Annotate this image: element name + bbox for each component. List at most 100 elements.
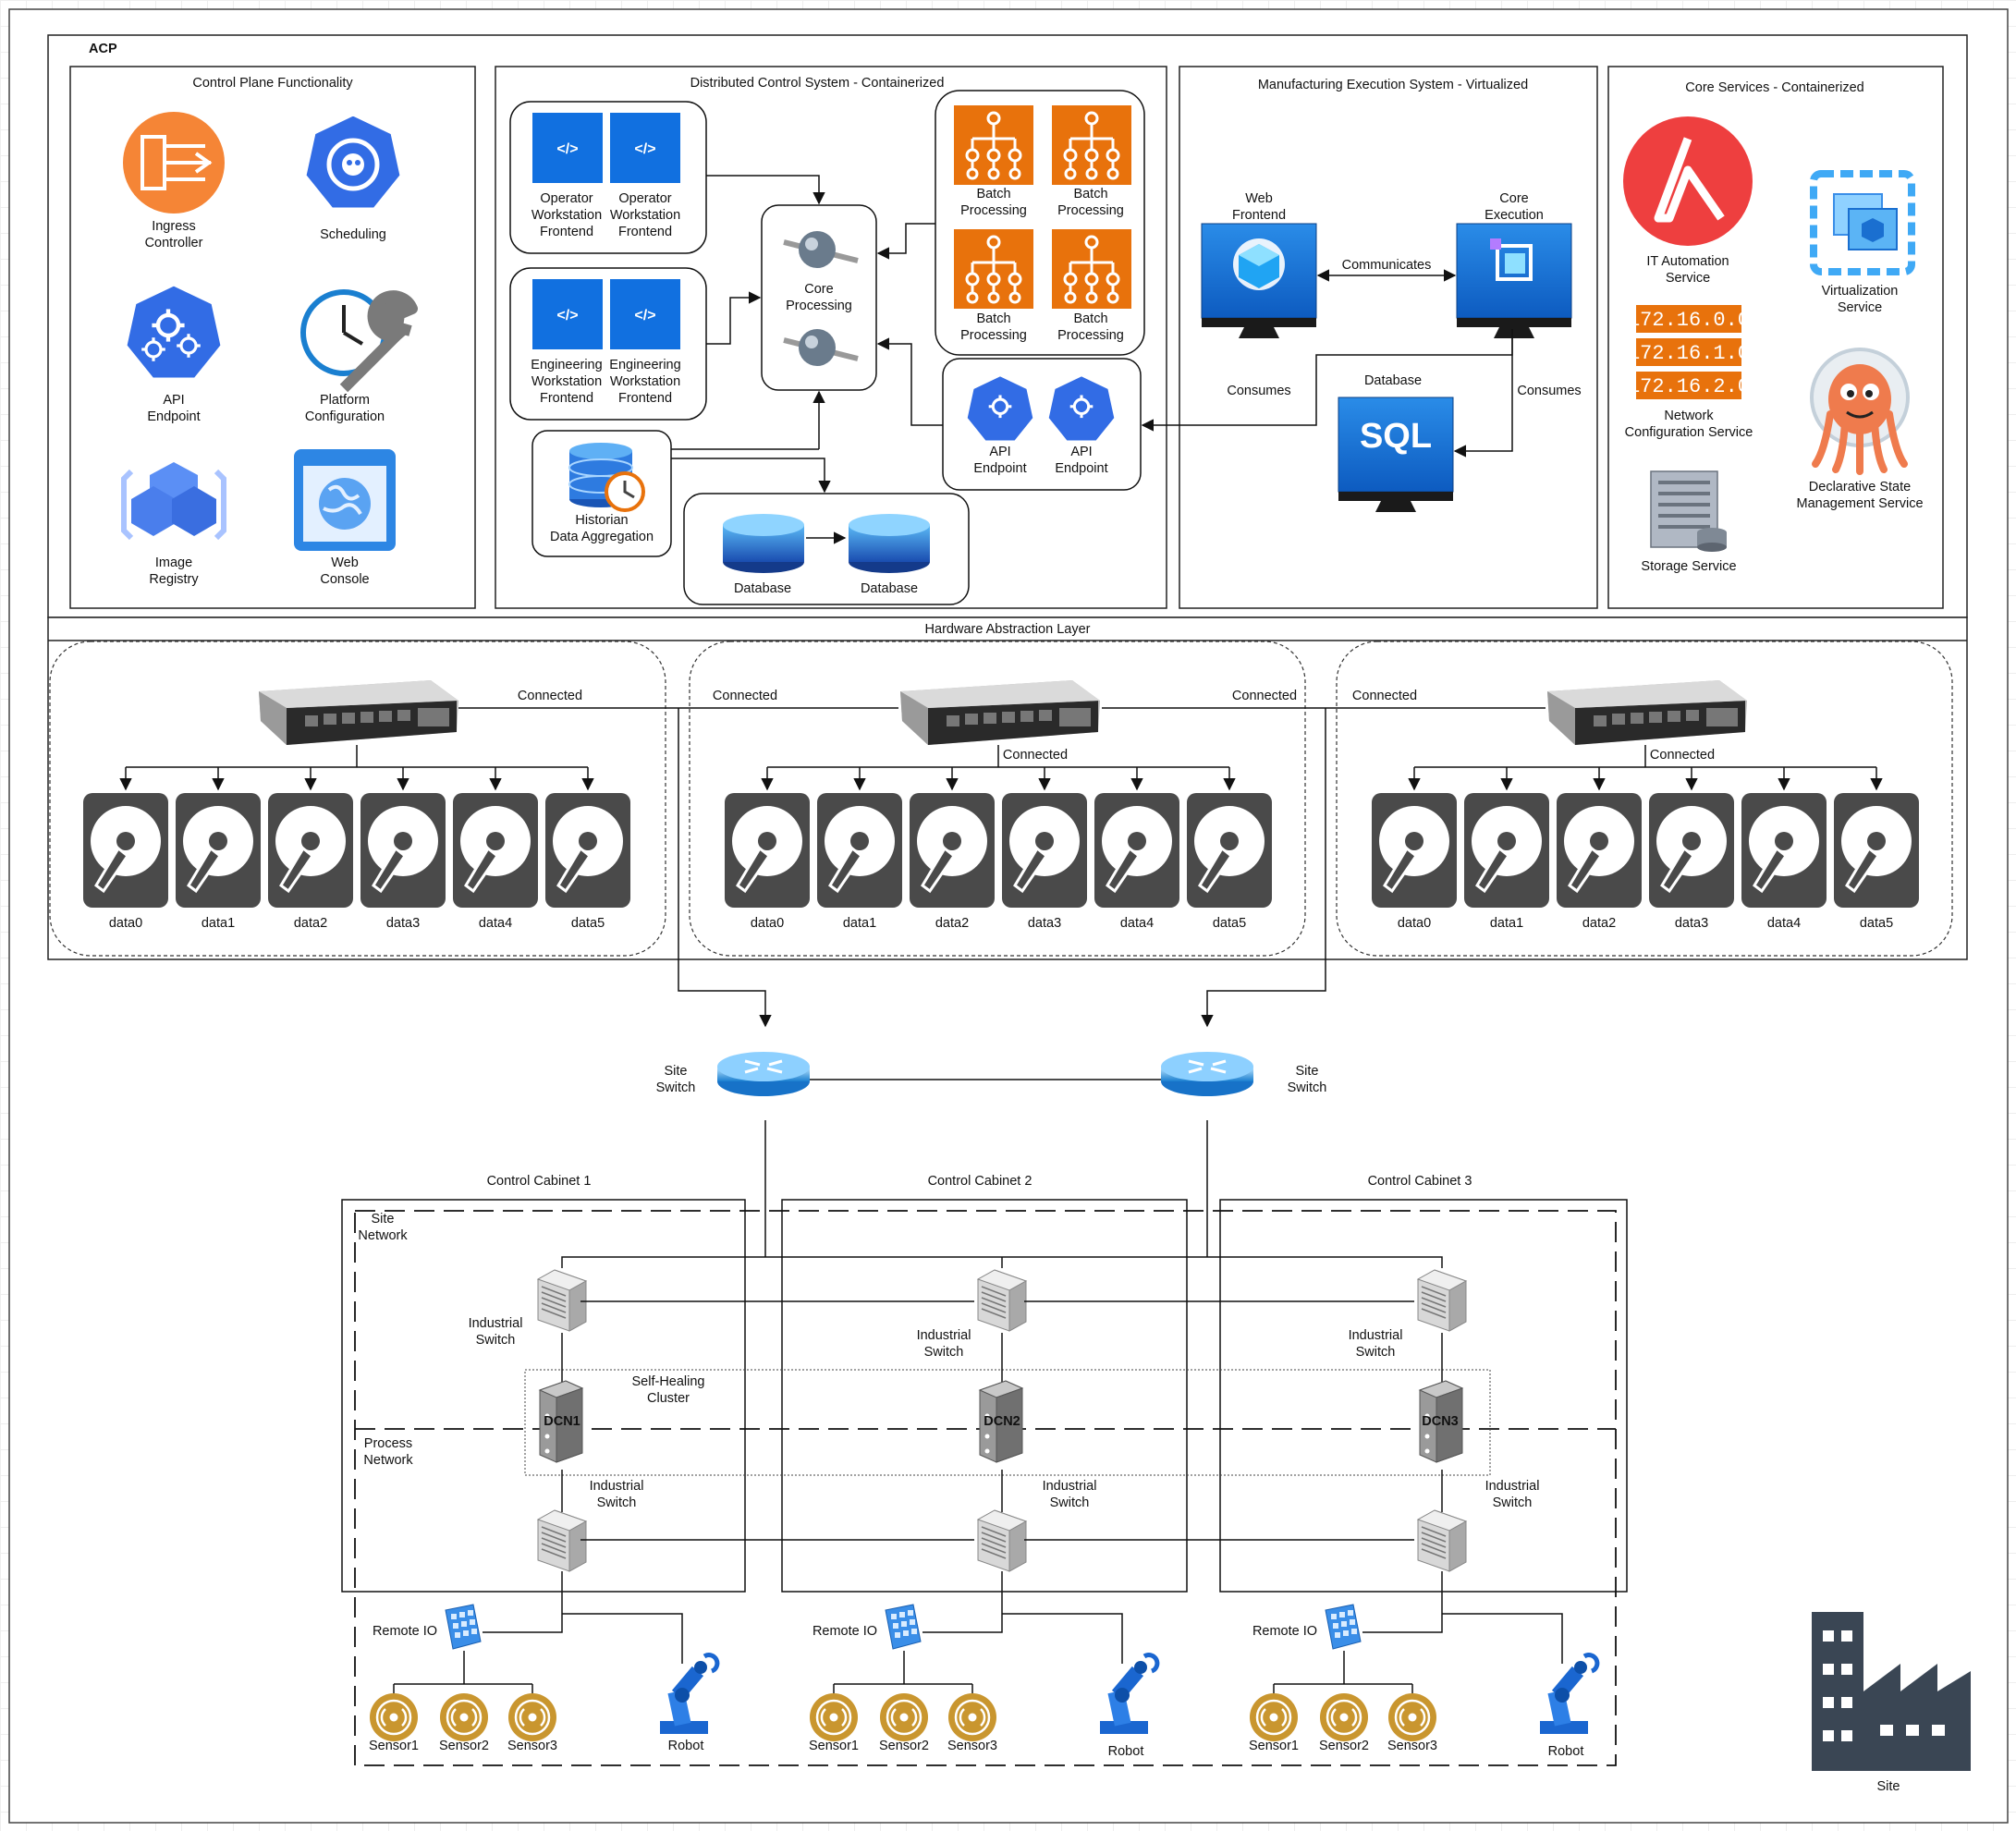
dcn3-label: DCN3 bbox=[1422, 1414, 1459, 1429]
field-wiring bbox=[922, 1571, 1123, 1664]
historian-label: Historian Data Aggregation bbox=[549, 513, 654, 544]
declarative-state-label: Declarative State Management Service bbox=[1796, 480, 1924, 511]
sensor-label: Sensor1 bbox=[368, 1739, 420, 1753]
disk-label: data3 bbox=[1027, 916, 1062, 931]
hard-disk-icon bbox=[1555, 791, 1643, 909]
operator-frontend-label-1: Operator Workstation Frontend bbox=[531, 191, 603, 239]
site-label: Site bbox=[1876, 1779, 1900, 1794]
hard-disk-icon bbox=[1370, 791, 1459, 909]
sensor-bus bbox=[1273, 1651, 1413, 1693]
connected-label-2: Connected bbox=[712, 689, 778, 703]
sensor-icon bbox=[368, 1691, 420, 1743]
disk-label: data0 bbox=[1397, 916, 1432, 931]
disk-label: data3 bbox=[385, 916, 421, 931]
self-healing-cluster-label: Self-Healing Cluster bbox=[631, 1374, 705, 1406]
ingress-controller-label: Ingress Controller bbox=[144, 219, 203, 250]
dcn2-label: DCN2 bbox=[984, 1414, 1020, 1429]
hard-disk-icon bbox=[1647, 791, 1736, 909]
industrial-switch-label-1: Industrial Switch bbox=[468, 1316, 523, 1348]
batch-processing-label-1: Batch Processing bbox=[960, 187, 1027, 218]
site-network-label: Site Network bbox=[358, 1212, 408, 1243]
disk-label: data4 bbox=[1119, 916, 1155, 931]
control-plane-title: Control Plane Functionality bbox=[192, 76, 353, 91]
disk-label: data3 bbox=[1674, 916, 1709, 931]
remote-io-label: Remote IO bbox=[812, 1624, 878, 1639]
ip-label-3: 172.16.2.0 bbox=[1628, 375, 1750, 398]
industrial-switch-icon bbox=[977, 1269, 1027, 1332]
batch-processing-label-2: Batch Processing bbox=[1057, 187, 1124, 218]
engineering-frontend-label-1: Engineering Workstation Frontend bbox=[531, 358, 603, 406]
sensor-icon bbox=[1318, 1691, 1370, 1743]
scheduling-icon bbox=[303, 113, 403, 211]
image-registry-label: Image Registry bbox=[149, 555, 199, 587]
database-icon-2 bbox=[849, 514, 930, 573]
core-processing-pipe-icon bbox=[783, 231, 859, 366]
disk-bus-3 bbox=[1414, 745, 1876, 768]
network-config-label: Network Configuration Service bbox=[1624, 409, 1753, 440]
disk-label: data5 bbox=[570, 916, 605, 931]
hard-disk-icon bbox=[1462, 791, 1551, 909]
dcn1-label: DCN1 bbox=[544, 1414, 580, 1429]
cabinet-label-1: Control Cabinet 1 bbox=[486, 1174, 592, 1189]
sensor-icon bbox=[1248, 1691, 1300, 1743]
platform-configuration-label: Platform Configuration bbox=[304, 393, 385, 424]
api-endpoint-label: API Endpoint bbox=[147, 393, 201, 424]
sensor-label: Sensor1 bbox=[808, 1739, 860, 1753]
disk-label: data4 bbox=[1766, 916, 1802, 931]
industrial-switch-icon bbox=[1417, 1509, 1467, 1572]
web-frontend-icon bbox=[1201, 223, 1317, 339]
remote-io-label: Remote IO bbox=[372, 1624, 438, 1639]
virtualization-icon bbox=[1810, 170, 1915, 275]
core-services-title: Core Services - Containerized bbox=[1685, 80, 1864, 95]
code-icon-engineering-1 bbox=[532, 279, 603, 349]
disk-label: data4 bbox=[478, 916, 513, 931]
disk-label: data2 bbox=[293, 916, 328, 931]
it-automation-label: IT Automation Service bbox=[1646, 254, 1729, 286]
site-switch-label-1: Site Switch bbox=[655, 1064, 696, 1095]
ingress-controller-icon bbox=[123, 112, 225, 214]
hard-disk-icon bbox=[174, 791, 263, 909]
industrial-switch-label-3: Industrial Switch bbox=[1348, 1328, 1403, 1360]
connected-label-6: Connected bbox=[1649, 748, 1716, 763]
site-switch-icon-1 bbox=[715, 1050, 812, 1098]
sensor-label: Sensor2 bbox=[438, 1739, 490, 1753]
industrial-switch-label-6: Industrial Switch bbox=[1485, 1479, 1540, 1510]
batch-processing-icon-4 bbox=[1050, 227, 1133, 311]
disk-bus-2 bbox=[767, 745, 1229, 768]
disk-label: data2 bbox=[1582, 916, 1617, 931]
dcs-api-endpoint-label-1: API Endpoint bbox=[973, 445, 1027, 476]
code-icon-engineering-2 bbox=[610, 279, 680, 349]
sensor-icon bbox=[1387, 1691, 1438, 1743]
sensor-icon bbox=[808, 1691, 860, 1743]
disk-label: data1 bbox=[842, 916, 877, 931]
disk-label: data0 bbox=[750, 916, 785, 931]
dcs-title: Distributed Control System - Containeriz… bbox=[690, 76, 945, 91]
robot-label: Robot bbox=[1107, 1744, 1144, 1759]
sensor-label: Sensor1 bbox=[1248, 1739, 1300, 1753]
sensor-label: Sensor3 bbox=[507, 1739, 558, 1753]
hard-disk-icon bbox=[1000, 791, 1089, 909]
hard-disk-icon bbox=[1832, 791, 1921, 909]
web-frontend-label: Web Frontend bbox=[1231, 191, 1287, 223]
hard-disk-icon bbox=[544, 791, 632, 909]
acp-title: ACP bbox=[89, 42, 117, 56]
ip-label-1: 172.16.0.0 bbox=[1628, 309, 1750, 332]
disk-label: data2 bbox=[935, 916, 970, 931]
sensor-icon bbox=[438, 1691, 490, 1743]
hard-disk-icon bbox=[723, 791, 812, 909]
database-icon-1 bbox=[723, 514, 804, 573]
disk-label: data0 bbox=[108, 916, 143, 931]
industrial-switch-icon bbox=[537, 1509, 587, 1572]
storage-service-icon bbox=[1650, 470, 1727, 552]
ansible-icon bbox=[1623, 116, 1753, 246]
industrial-switch-icon bbox=[1417, 1269, 1467, 1332]
sensor-label: Sensor2 bbox=[878, 1739, 930, 1753]
hard-disk-icon bbox=[1740, 791, 1828, 909]
operator-frontend-label-2: Operator Workstation Frontend bbox=[609, 191, 681, 239]
sensor-icon bbox=[947, 1691, 998, 1743]
image-registry-icon bbox=[121, 462, 226, 541]
core-processing-label: Core Processing bbox=[786, 282, 852, 313]
virtualization-label: Virtualization Service bbox=[1821, 284, 1899, 315]
core-execution-label: Core Execution bbox=[1485, 191, 1544, 223]
